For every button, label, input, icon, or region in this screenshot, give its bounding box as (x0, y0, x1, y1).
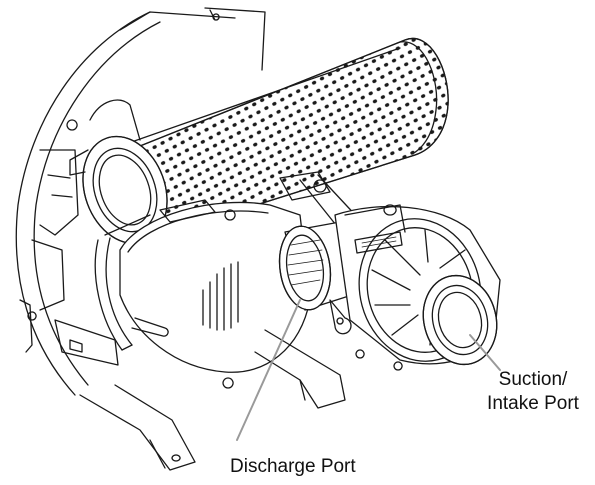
suction-label-line-1: Suction/ (498, 369, 568, 390)
suction-port-label: Suction/ Intake Port (474, 368, 592, 416)
vent-slots (202, 261, 239, 331)
mounting-straps (279, 171, 361, 231)
callout-lines (236, 299, 501, 441)
pump-body (94, 199, 311, 389)
suction-callout-line (469, 334, 501, 371)
base-frame (79, 329, 346, 471)
suction-port (334, 204, 501, 371)
suction-label-line-2: Intake Port (487, 393, 579, 414)
discharge-port-label: Discharge Port (230, 456, 356, 477)
motor-housing (15, 7, 266, 396)
discharge-port (278, 221, 353, 335)
discharge-callout-line (236, 299, 301, 441)
